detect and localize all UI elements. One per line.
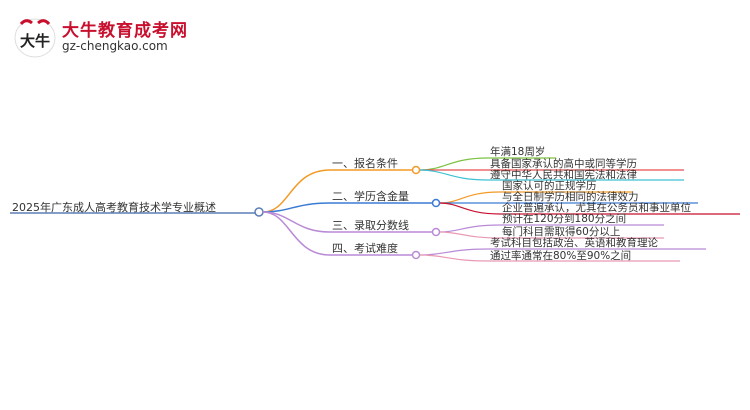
mindmap-root[interactable]: 2025年广东成人高考教育技术学专业概述: [12, 201, 216, 214]
branch-3-item-2: 每门科目需取得60分以上: [502, 226, 621, 238]
branch-2-label[interactable]: 二、学历含金量: [332, 190, 409, 203]
branch-3-item-1: 预计在120分到180分之间: [502, 213, 627, 225]
branch-2-item-1: 国家认可的正规学历: [502, 180, 597, 192]
leaf-1-3-connector: [419, 169, 489, 181]
branch-1-label[interactable]: 一、报名条件: [332, 157, 398, 170]
branch-4-item-1: 考试科目包括政治、英语和教育理论: [490, 237, 658, 249]
branch-4-item-2: 通过率通常在80%至90%之间: [490, 250, 632, 262]
branch-2-item-2: 与全日制学历相同的法律效力: [502, 191, 639, 203]
branch-1-item-2: 具备国家承认的高中或同等学历: [490, 158, 637, 170]
branch-1-item-3: 遵守中华人民共和国宪法和法律: [490, 169, 637, 181]
branch-1-connector: [262, 169, 331, 213]
leaf-3-2-connector: [439, 231, 501, 239]
leaf-3-1-connector: [439, 224, 501, 233]
bull-logo-icon: 大牛: [14, 18, 56, 58]
branch-1-dot: [411, 165, 421, 175]
leaf-2-3-connector: [439, 202, 501, 215]
branch-4-connector: [262, 211, 331, 256]
logo-mark-text: 大牛: [20, 32, 50, 50]
leaf-1-1-connector: [419, 157, 489, 171]
branch-4-dot: [411, 250, 421, 260]
branch-3-label[interactable]: 三、录取分数线: [332, 219, 409, 232]
branch-4-label[interactable]: 四、考试难度: [332, 242, 398, 255]
branch-3-dot: [431, 227, 441, 237]
branch-2-item-3: 企业普遍承认，尤其在公务员和事业单位: [502, 202, 691, 214]
site-logo[interactable]: 大牛 大牛教育成考网 gz-chengkao.com: [12, 14, 202, 60]
leaf-4-1-connector: [419, 248, 489, 256]
branch-2-dot: [431, 198, 441, 208]
branch-2-connector: [262, 202, 331, 213]
site-url: gz-chengkao.com: [62, 39, 168, 53]
branch-1-item-1: 年满18周岁: [490, 146, 546, 158]
site-title: 大牛教育成考网: [62, 21, 188, 41]
leaf-2-1-connector: [439, 191, 501, 204]
leaf-4-2-connector: [419, 254, 489, 262]
root-node-dot: [254, 207, 264, 217]
